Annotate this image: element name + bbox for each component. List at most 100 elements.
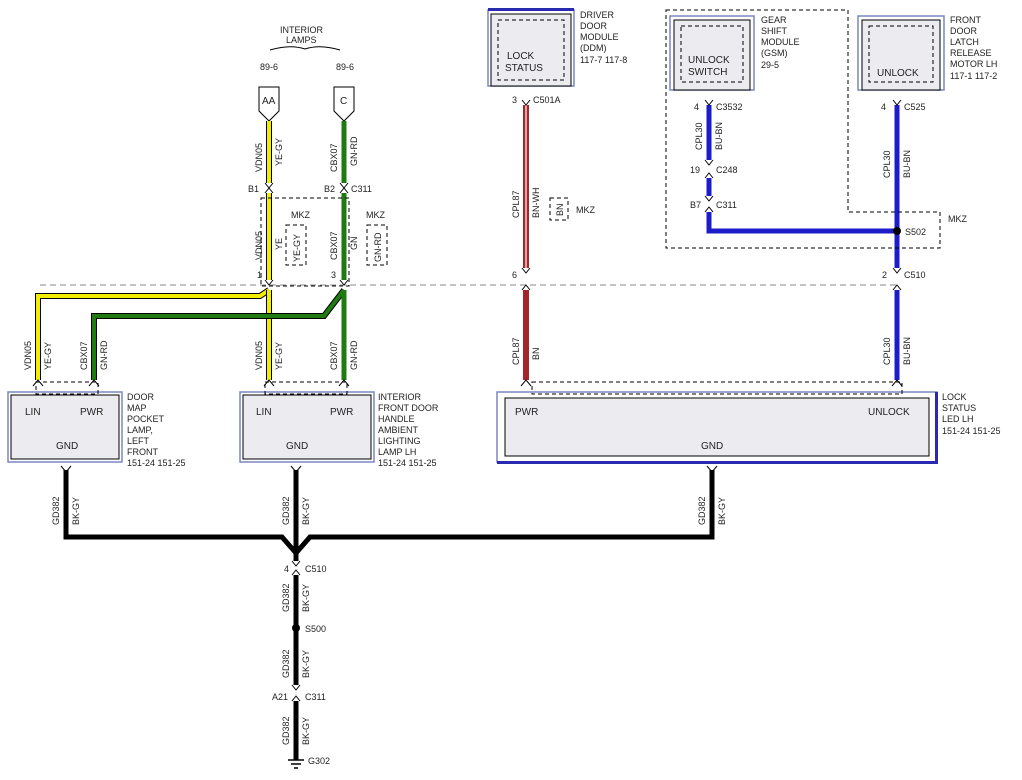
latch-inner: UNLOCK <box>877 68 919 79</box>
led-pin-pwr: PWR <box>515 407 538 418</box>
ddm-label-1: DRIVER <box>580 10 615 20</box>
pin-2: 2 <box>882 270 887 280</box>
handle-pin-lin: LIN <box>256 407 272 418</box>
splice-s502-label: S502 <box>905 227 926 237</box>
green-circuit-mkz: CBX07 <box>329 231 339 260</box>
ddm-label-2: DOOR <box>580 21 608 31</box>
blue-color-latch: BU-BN <box>902 150 912 178</box>
led-label-2: STATUS <box>942 403 976 413</box>
door-map-pin-pwr: PWR <box>80 407 103 418</box>
wire-labels: VDN05 YE-GY VDN05 YE YE-GY VDN05 YE-GY V… <box>23 122 912 745</box>
yellow-circuit-top: VDN05 <box>254 143 264 172</box>
interior-lamps-ref-right: 89-6 <box>336 62 354 72</box>
wire-cbx07 <box>91 121 347 380</box>
red-circuit-bottom: CPL87 <box>511 337 521 365</box>
mkz-label-red: MKZ <box>576 205 596 215</box>
alt-color-box-red <box>549 197 569 221</box>
gsm-pin-4: 4 <box>694 102 699 112</box>
blue-color-bottom: BU-BN <box>902 337 912 365</box>
interior-lamps-brace <box>269 46 341 51</box>
yellow-color-mkz: YE <box>274 238 284 250</box>
gnd-circuit-seg3: GD382 <box>281 716 291 745</box>
lock-status-led: PWR UNLOCK GND LOCK STATUS LED LH 151-24… <box>496 381 1001 464</box>
led-refs: 151-24 151-25 <box>942 426 1001 436</box>
door-map-label-5: LEFT <box>127 436 150 446</box>
green-circuit-left: CBX07 <box>79 341 89 370</box>
mkz-region-gsm <box>665 9 941 249</box>
latch-label-4: RELEASE <box>950 48 992 58</box>
yellow-circuit-center: VDN05 <box>254 341 264 370</box>
green-color-top: GN-RD <box>349 136 359 166</box>
handle-label-2: FRONT DOOR <box>378 403 439 413</box>
connector-c311-gsm: C311 <box>716 200 737 210</box>
gnd-circuit-right: GD382 <box>697 496 707 525</box>
alt-color-box-yellow <box>285 224 307 266</box>
door-map-label-3: POCKET <box>127 414 165 424</box>
ddm-pin: 3 <box>512 95 517 105</box>
mkz-region-left <box>260 197 350 287</box>
led-pin-gnd: GND <box>701 441 723 452</box>
gnd-circuit-seg1: GD382 <box>281 583 291 612</box>
blue-circuit-latch: CPL30 <box>882 150 892 178</box>
door-map-refs: 151-24 151-25 <box>127 458 186 468</box>
connector-c248: C248 <box>716 165 738 175</box>
alt-color-box-green <box>366 224 388 266</box>
red-color-bottom: BN <box>531 347 541 360</box>
handle-label-1: INTERIOR <box>378 392 422 402</box>
red-color-top: BN-WH <box>531 188 541 219</box>
pin-b1: B1 <box>248 184 259 194</box>
connector-c-label: C <box>340 96 347 107</box>
pin-1: 1 <box>257 270 262 280</box>
gnd-color-seg3: BK-GY <box>301 717 311 745</box>
red-alt-color: BN <box>555 203 565 216</box>
yellow-color-center: YE-GY <box>274 342 284 370</box>
ddm-label-3: MODULE <box>580 32 619 42</box>
red-circuit-top: CPL87 <box>511 190 521 218</box>
pin-b2: B2 <box>324 184 335 194</box>
ground-pin-a21: A21 <box>272 692 288 702</box>
handle-pin-pwr: PWR <box>330 407 353 418</box>
pin-b7: B7 <box>690 200 701 210</box>
handle-label-6: LAMP LH <box>378 447 416 457</box>
gsm-refs: 29-5 <box>761 60 779 70</box>
connector-c311-top: C311 <box>351 184 372 194</box>
ddm-inner-2: STATUS <box>505 63 543 74</box>
ddm-module: LOCK STATUS DRIVER DOOR MODULE (DDM) 117… <box>487 8 627 105</box>
door-map-label-2: MAP <box>127 403 147 413</box>
yellow-color-top: YE-GY <box>274 138 284 166</box>
gsm-module: UNLOCK SWITCH GEAR SHIFT MODULE (GSM) 29… <box>669 15 800 91</box>
led-label-3: LED LH <box>942 414 974 424</box>
blue-circuit-bottom: CPL30 <box>882 337 892 365</box>
door-map-label-1: DOOR <box>127 392 155 402</box>
pin-arrows <box>32 379 903 473</box>
latch-pin: 4 <box>881 102 886 112</box>
wire-vdn05 <box>35 121 272 380</box>
ddm-connector: C501A <box>533 95 561 105</box>
interior-lamps-ref-left: 89-6 <box>260 62 278 72</box>
gnd-color-right: BK-GY <box>717 497 727 525</box>
connector-c3532: C3532 <box>716 102 743 112</box>
gnd-color-center: BK-GY <box>301 497 311 525</box>
latch-label-3: LATCH <box>950 37 979 47</box>
door-map-pin-gnd: GND <box>56 441 78 452</box>
latch-motor-module: UNLOCK FRONT DOOR LATCH RELEASE MOTOR LH… <box>857 15 997 112</box>
door-map-label-4: LAMP, <box>127 425 153 435</box>
inline-connector-marks <box>264 99 902 702</box>
splice-s502 <box>893 227 901 235</box>
gnd-color-seg1: BK-GY <box>301 584 311 612</box>
blue-circuit-gsm: CPL30 <box>694 122 704 150</box>
mkz-gsm-label: MKZ <box>948 214 968 224</box>
latch-label-2: DOOR <box>950 26 978 36</box>
green-circuit-top: CBX07 <box>329 143 339 172</box>
interior-lamps-header: INTERIOR LAMPS 89-6 89-6 AA C <box>258 25 355 122</box>
wire-cpl30 <box>706 105 901 380</box>
yellow-color-left: YE-GY <box>43 342 53 370</box>
handle-refs: 151-24 151-25 <box>378 458 437 468</box>
connector-labels: B1 B2 C311 1 3 6 2 C510 4 C3532 19 C248 … <box>248 102 968 766</box>
mkz-label-green: MKZ <box>366 210 386 220</box>
blue-color-gsm: BU-BN <box>714 122 724 150</box>
ddm-label-4: (DDM) <box>580 43 607 53</box>
handle-label-3: HANDLE <box>378 414 415 424</box>
gnd-circuit-seg2: GD382 <box>281 649 291 678</box>
